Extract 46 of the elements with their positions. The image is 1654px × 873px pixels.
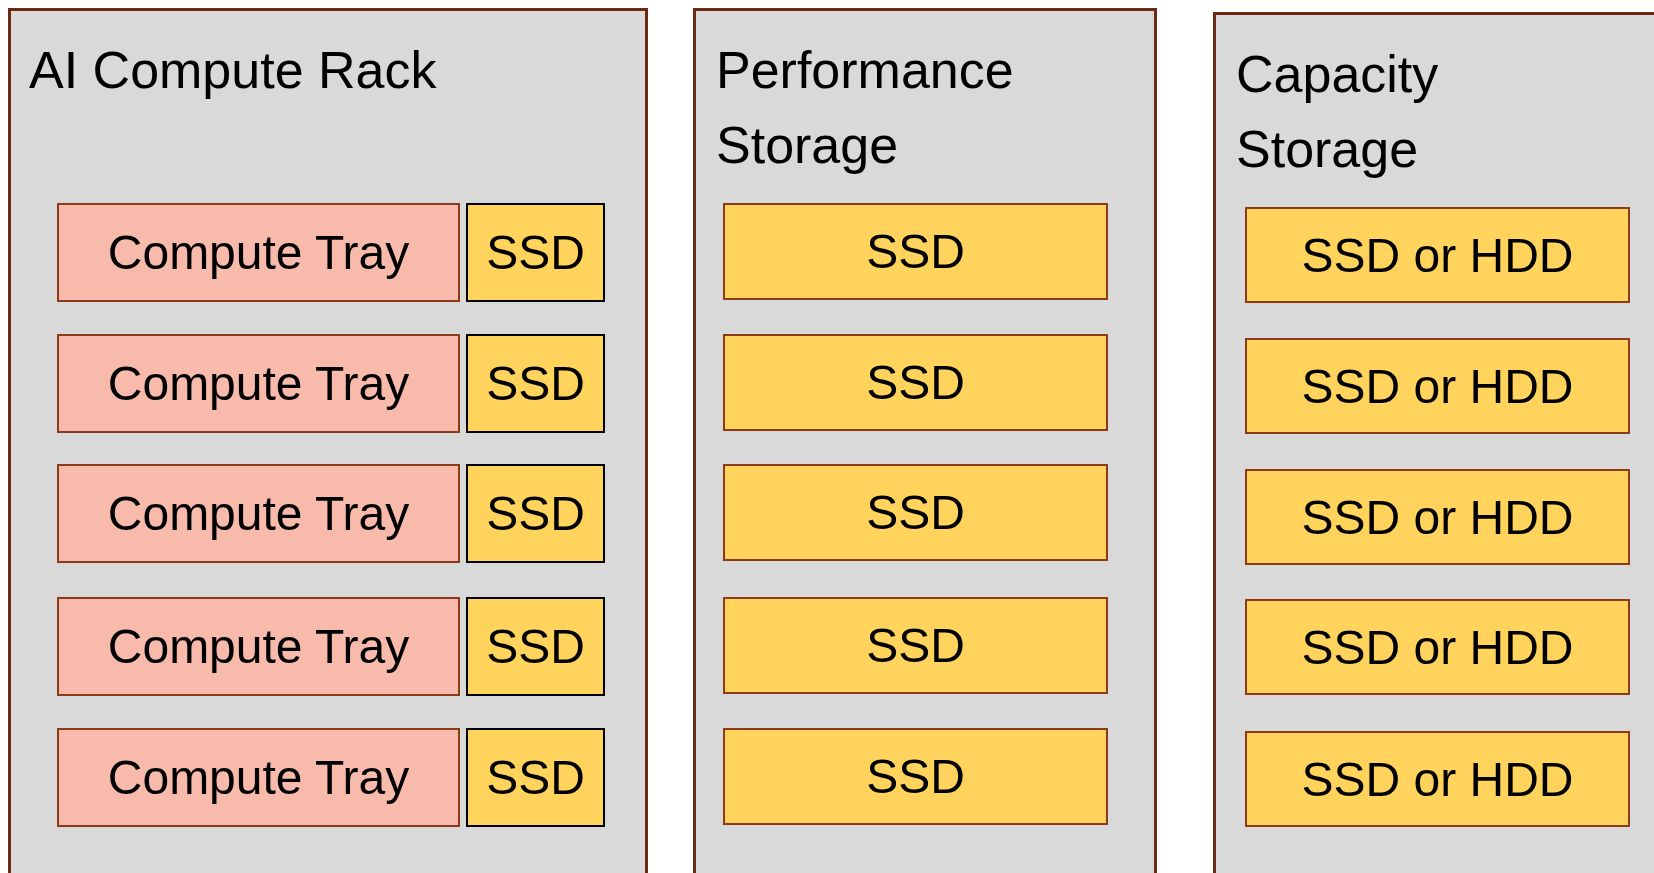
panel-heading: Performance Storage (716, 40, 1015, 176)
box-label: SSD (486, 225, 585, 280)
compute-tray-box (57, 203, 460, 302)
storage-drive-box (1245, 207, 1630, 303)
storage-drive-box (723, 203, 1108, 300)
storage-drive-box (466, 464, 605, 563)
storage-drive-box (466, 203, 605, 302)
box-label: SSD (486, 486, 585, 541)
rack-panel (693, 8, 1157, 873)
box-label: Compute Tray (107, 356, 410, 411)
storage-drive-box (466, 334, 605, 433)
box-label: Compute Tray (107, 486, 410, 541)
box-label: Compute Tray (107, 750, 410, 805)
box-label: Compute Tray (107, 619, 410, 674)
storage-drive-box (1245, 599, 1630, 695)
box-label: SSD or HDD (1301, 358, 1574, 414)
box-label: SSD or HDD (1301, 619, 1574, 675)
box-label: SSD or HDD (1301, 751, 1574, 807)
rack-panel (8, 8, 648, 873)
rack-panel (1213, 12, 1654, 873)
box-label: SSD (866, 224, 965, 279)
storage-drive-box (723, 728, 1108, 825)
compute-tray-box (57, 464, 460, 563)
box-label: SSD or HDD (1301, 227, 1574, 283)
storage-drive-box (466, 597, 605, 696)
compute-tray-box (57, 334, 460, 433)
box-label: SSD or HDD (1301, 489, 1574, 545)
storage-drive-box (1245, 731, 1630, 827)
storage-drive-box (723, 464, 1108, 561)
box-label: SSD (866, 749, 965, 804)
storage-drive-box (1245, 469, 1630, 565)
compute-tray-box (57, 597, 460, 696)
storage-drive-box (723, 334, 1108, 431)
panel-heading: Capacity Storage (1236, 44, 1440, 180)
box-label: Compute Tray (107, 225, 410, 280)
compute-tray-box (57, 728, 460, 827)
box-label: SSD (486, 750, 585, 805)
box-label: SSD (486, 356, 585, 411)
storage-drive-box (1245, 338, 1630, 434)
box-label: SSD (866, 618, 965, 673)
panel-heading: AI Compute Rack (29, 40, 438, 101)
box-label: SSD (866, 485, 965, 540)
storage-drive-box (466, 728, 605, 827)
box-label: SSD (866, 355, 965, 410)
storage-drive-box (723, 597, 1108, 694)
box-label: SSD (486, 619, 585, 674)
